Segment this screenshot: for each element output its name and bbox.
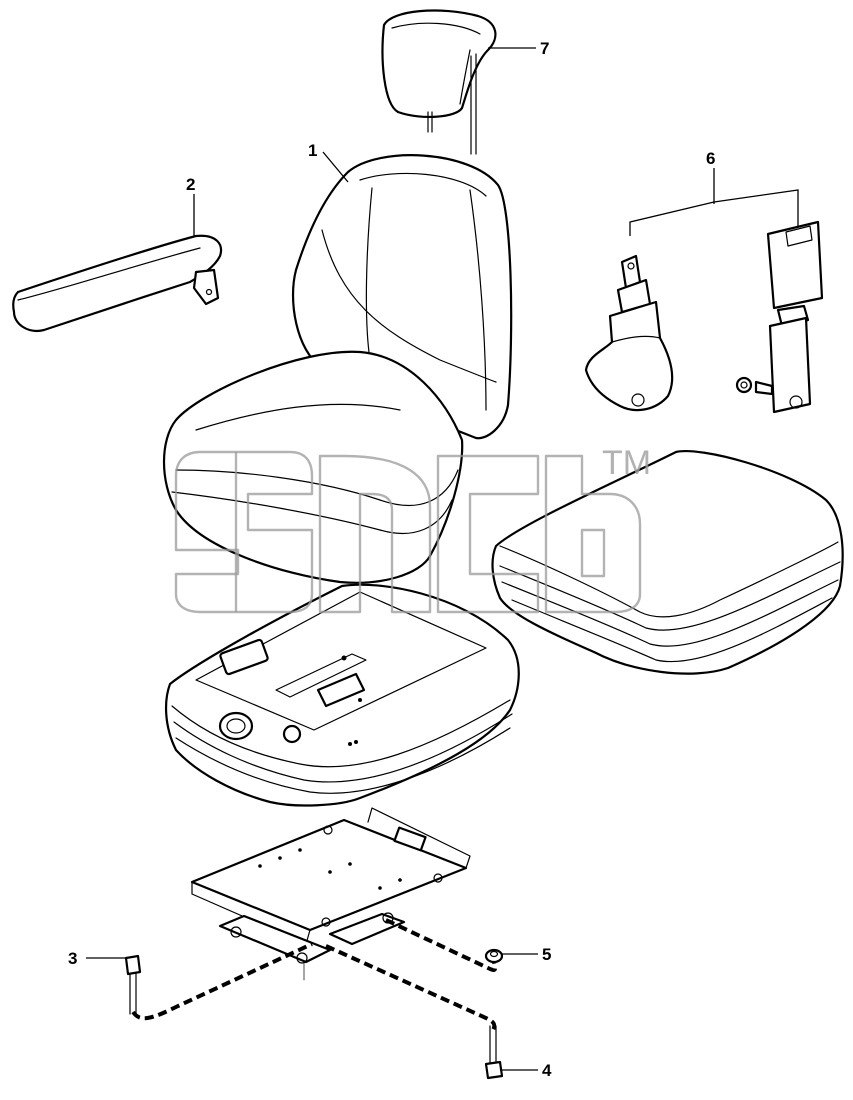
assembly-lines (131, 918, 498, 1031)
seat-belt-buckle (735, 220, 824, 414)
armrest (12, 234, 223, 332)
nut (484, 948, 504, 964)
callouts: 1 2 3 4 5 6 7 (68, 39, 799, 1080)
seat-belt-tongue (584, 254, 674, 412)
callout-5: 5 (542, 945, 551, 964)
callout-1: 1 (308, 141, 317, 160)
seat-belt (584, 220, 824, 414)
watermark-logo: TM (174, 444, 651, 614)
headrest (381, 9, 497, 155)
suspension-base (164, 583, 520, 807)
callout-7: 7 (540, 39, 549, 58)
watermark-trademark: TM (602, 444, 651, 482)
callout-6: 6 (706, 149, 715, 168)
replacement-cushion (491, 450, 844, 675)
callout-3: 3 (68, 949, 77, 968)
bolt-left (124, 954, 142, 1015)
callout-4: 4 (542, 1061, 552, 1080)
bolt-bottom (484, 1025, 504, 1080)
mounting-plate (190, 807, 471, 981)
callout-2: 2 (186, 175, 195, 194)
